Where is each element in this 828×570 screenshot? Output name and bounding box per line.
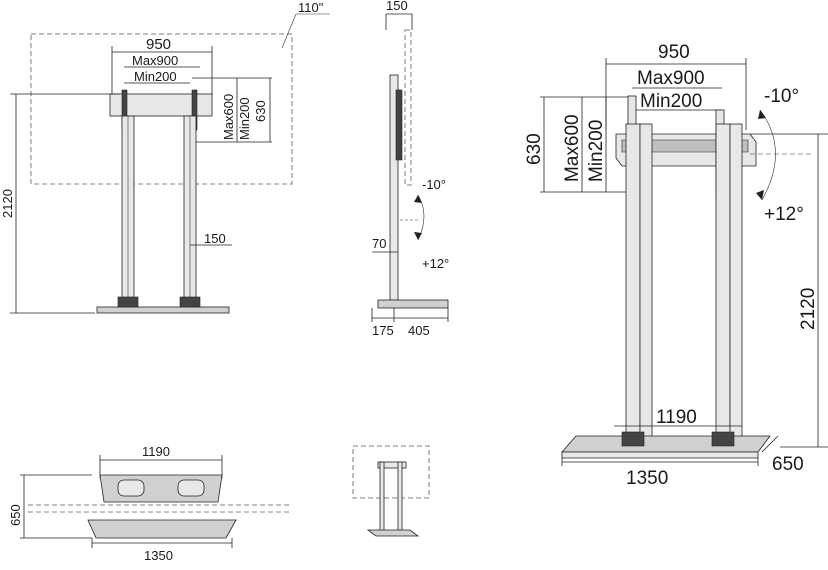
iso-tilt-up-label: -10° xyxy=(764,86,799,107)
iso-height-2120-label: 2120 xyxy=(798,288,819,330)
iso-max600-label: Max600 xyxy=(562,114,583,182)
iso-min200-v-label: Min200 xyxy=(586,120,607,182)
screen-size-label: 110" xyxy=(298,0,324,15)
side-view: 150 -10° +12° 70 175 405 xyxy=(371,0,449,338)
top-base-1350-label: 1350 xyxy=(144,548,173,563)
offset-150-label: 150 xyxy=(204,231,226,246)
front-view: 110" 950 Max900 Min200 Max600 Min200 630 xyxy=(0,0,330,314)
iso-height-630-label: 630 xyxy=(524,133,545,165)
height-2120-label: 2120 xyxy=(0,189,15,218)
top-width-1190-label: 1190 xyxy=(142,444,170,459)
width-950-label: 950 xyxy=(146,36,171,53)
side-foot-back-label: 405 xyxy=(408,323,430,338)
iso-base-1350-label: 1350 xyxy=(626,468,668,489)
side-foot-front-label: 175 xyxy=(372,323,394,338)
max600-label: Max600 xyxy=(221,94,236,140)
iso-width-950-label: 950 xyxy=(658,42,690,63)
tv-side xyxy=(404,29,412,186)
iso-max900-label: Max900 xyxy=(637,68,705,89)
top-view: 1190 650 1350 xyxy=(8,444,292,563)
iso-depth-650-label: 650 xyxy=(772,454,804,475)
mini-iso-view xyxy=(352,445,430,537)
top-depth-650-label: 650 xyxy=(8,504,23,526)
min200-v-label: Min200 xyxy=(237,97,252,140)
iso-post-left xyxy=(625,123,641,453)
iso-tilt-down-label: +12° xyxy=(764,204,804,225)
max900-label: Max900 xyxy=(132,53,178,68)
side-tilt-up-label: -10° xyxy=(422,177,446,192)
iso-min200-label: Min200 xyxy=(640,91,702,112)
iso-post-right xyxy=(715,123,731,453)
tv-outline-front xyxy=(30,33,293,185)
side-depth-150-label: 150 xyxy=(386,0,408,13)
min200-label: Min200 xyxy=(134,69,177,84)
iso-width-1190-label: 1190 xyxy=(656,407,697,428)
side-h70-label: 70 xyxy=(372,236,386,251)
side-tilt-down-label: +12° xyxy=(422,256,449,271)
iso-view: 950 Max900 Min200 630 Max600 Min200 -10°… xyxy=(524,42,828,489)
height-630-label: 630 xyxy=(253,100,268,122)
